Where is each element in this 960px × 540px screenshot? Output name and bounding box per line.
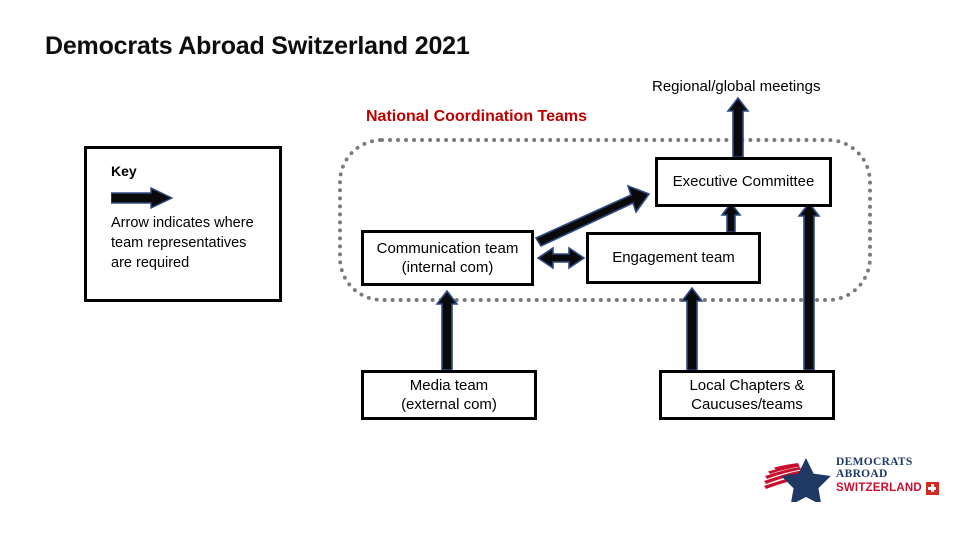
swiss-flag-icon xyxy=(925,481,939,495)
democrats-abroad-logo: DEMOCRATS ABROAD SWITZERLAND xyxy=(762,452,939,508)
logo-line-democrats: DEMOCRATS xyxy=(836,456,913,468)
node-media-team-line1: Media team xyxy=(409,376,489,394)
logo-text: DEMOCRATS ABROAD SWITZERLAND xyxy=(836,456,939,495)
key-title: Key xyxy=(111,163,137,179)
node-engagement-team-line1: Engagement team xyxy=(612,249,735,267)
node-local-chapters-line2: Caucuses/teams xyxy=(691,396,803,413)
node-communication-team-line2: (internal com) xyxy=(401,259,494,276)
arrow-media-to-comm xyxy=(435,289,459,371)
flag-stripes-icon xyxy=(764,463,803,489)
node-executive-committee-line1: Executive Committee xyxy=(672,173,815,191)
node-engagement-team[interactable]: Engagement team xyxy=(586,232,761,284)
key-legend-box: Key Arrow indicates where team represent… xyxy=(84,146,282,302)
page-title: Democrats Abroad Switzerland 2021 xyxy=(45,32,470,60)
national-coordination-teams-label: National Coordination Teams xyxy=(363,108,591,126)
star-shape xyxy=(781,458,831,505)
key-arrow-icon xyxy=(111,187,173,209)
node-media-team[interactable]: Media team (external com) xyxy=(361,370,537,420)
regional-global-meetings-label: Regional/global meetings xyxy=(652,78,821,95)
star-icon xyxy=(762,456,834,505)
node-media-team-line2: (external com) xyxy=(401,396,497,413)
node-executive-committee[interactable]: Executive Committee xyxy=(655,157,832,207)
node-local-chapters[interactable]: Local Chapters & Caucuses/teams xyxy=(659,370,835,420)
logo-line-abroad: ABROAD xyxy=(836,468,888,481)
logo-line-switzerland: SWITZERLAND xyxy=(836,482,922,495)
node-communication-team[interactable]: Communication team (internal com) xyxy=(361,230,534,286)
node-local-chapters-line1: Local Chapters & xyxy=(689,376,805,394)
national-coordination-teams-container xyxy=(338,138,872,302)
key-description: Arrow indicates where team representativ… xyxy=(111,215,254,271)
node-communication-team-line1: Communication team xyxy=(376,239,519,257)
